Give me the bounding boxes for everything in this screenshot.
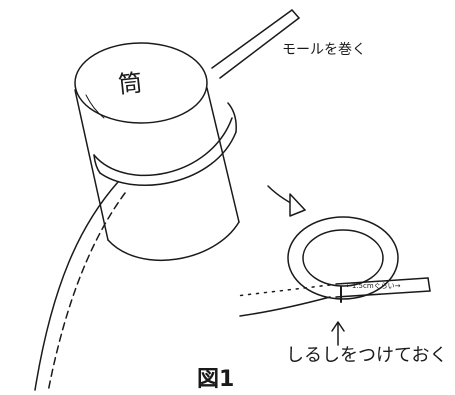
mark-note: しるしをつけておく [286,345,447,366]
curved-arrow [267,185,306,217]
measure-note: ←1.5cmぐらい→ [346,282,401,290]
chenille-loop [235,216,431,317]
up-arrow-icon [331,321,345,346]
figure-caption: 図1 [197,367,234,392]
tube-label: 筒 [117,69,144,99]
wrap-note: モールを巻く [282,42,366,58]
tube-cylinder [74,42,240,261]
wrapped-band [93,102,237,186]
chenille-stem [34,9,300,393]
